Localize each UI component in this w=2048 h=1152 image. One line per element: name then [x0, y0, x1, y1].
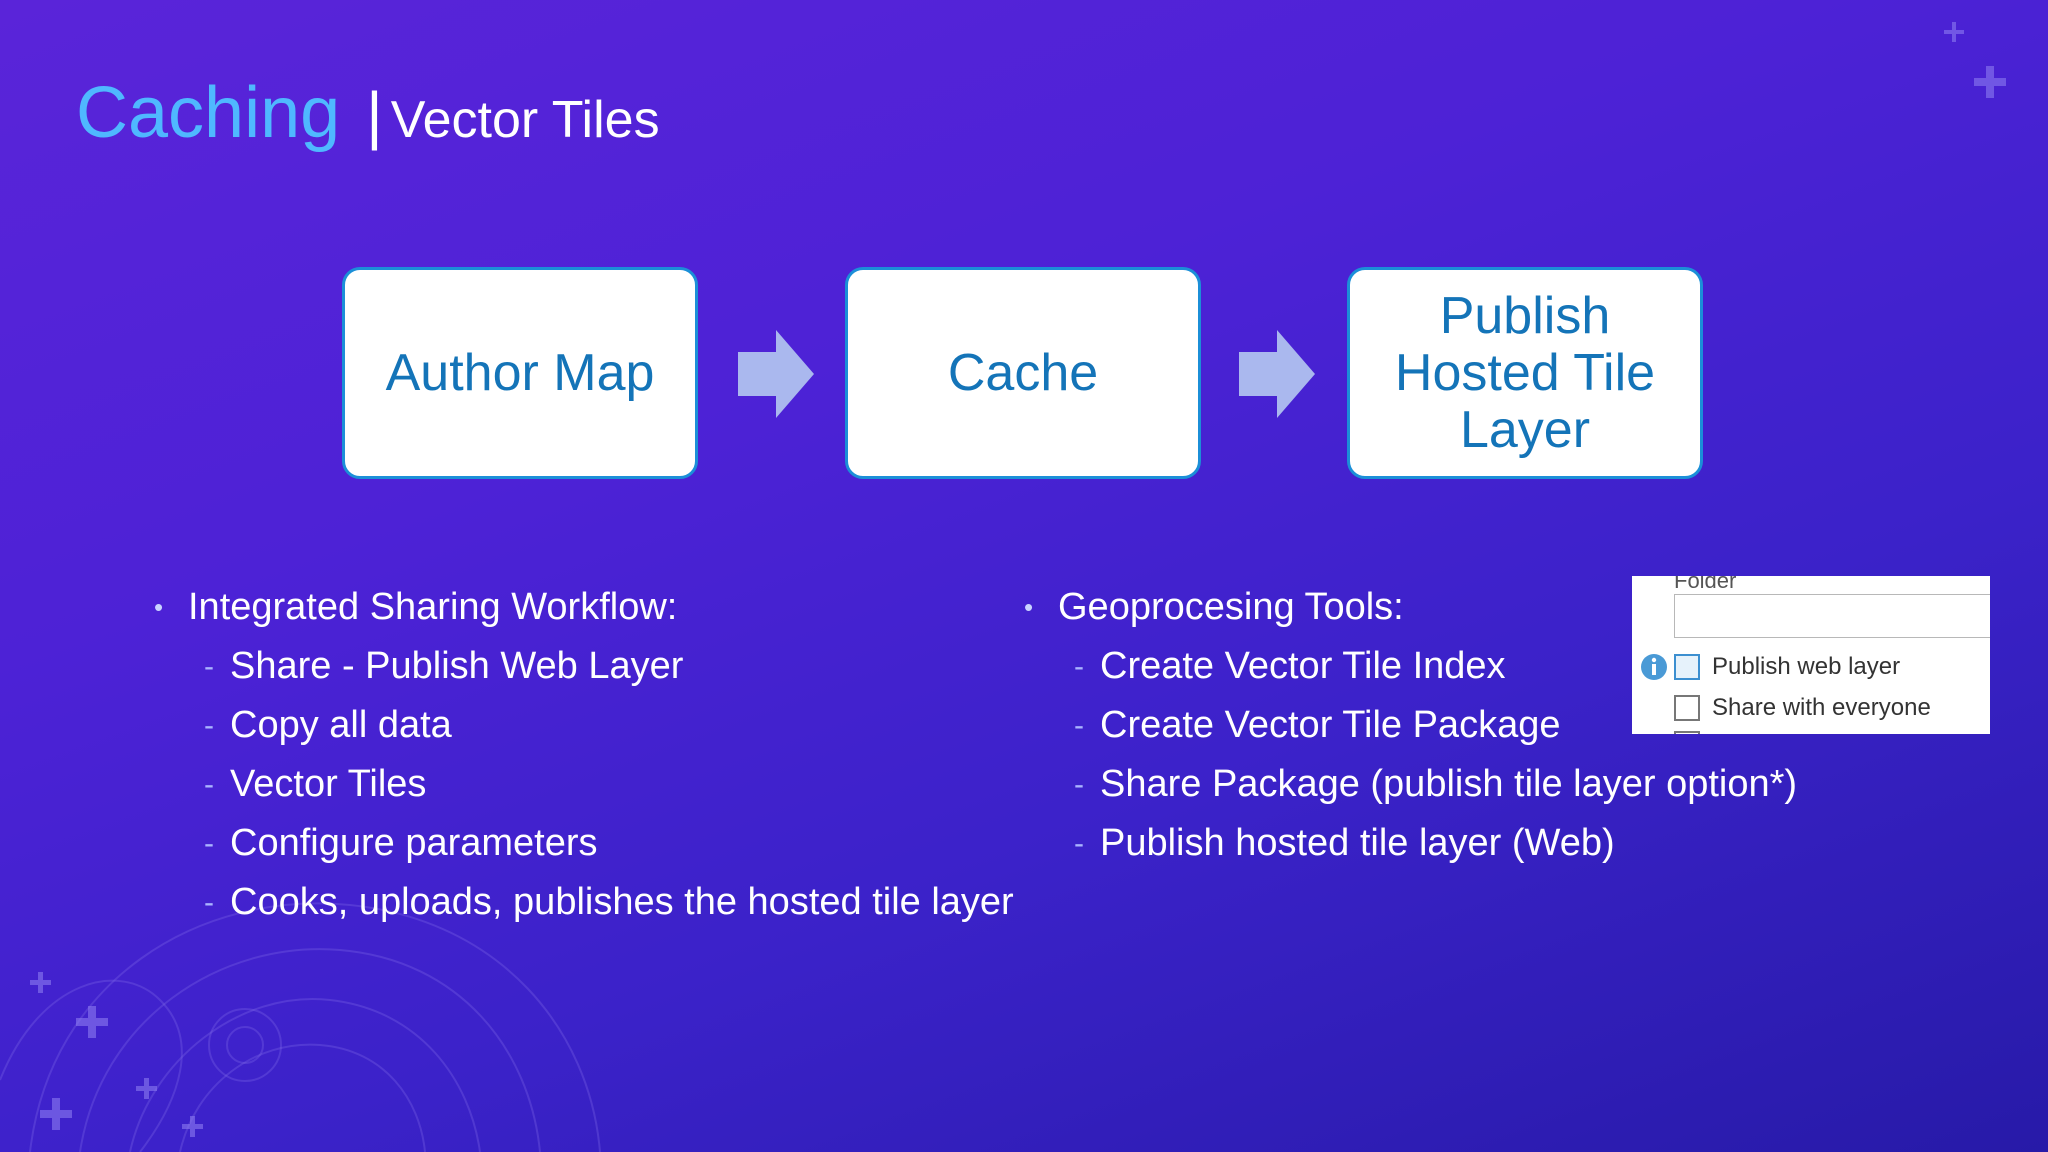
plus-icon: [40, 1098, 72, 1130]
list-heading: Integrated Sharing Workflow:: [152, 578, 1014, 637]
flow-step-label: Publish: [1439, 286, 1611, 345]
topo-lines: [0, 902, 601, 1152]
list-item: Copy all data: [152, 696, 1014, 755]
checkbox-label: Share with everyone: [1712, 694, 1931, 721]
title-subtitle: Vector Tiles: [390, 91, 660, 149]
title-separator: |: [366, 79, 383, 151]
info-icon[interactable]: [1640, 653, 1668, 681]
checkbox-label: Publish web layer: [1712, 653, 1901, 680]
list-item: Configure parameters: [152, 814, 1014, 873]
plus-icon: [1974, 66, 2006, 98]
list-item: Create Vector Tile Package: [1022, 696, 1797, 755]
list-item: Share Package (publish tile layer option…: [1022, 755, 1797, 814]
list-item: Share - Publish Web Layer: [152, 637, 1014, 696]
title-main: Caching: [76, 73, 341, 153]
list-heading: Geoprocesing Tools:: [1022, 578, 1797, 637]
geoprocessing-tools-list: Geoprocesing Tools: Create Vector Tile I…: [1022, 578, 1797, 873]
slide-title: Caching | Vector Tiles: [76, 72, 660, 154]
plus-icon: [30, 972, 51, 993]
flow-step-label: Layer: [1459, 400, 1591, 459]
list-item: Vector Tiles: [152, 755, 1014, 814]
flow-step-cache: Cache: [845, 267, 1201, 479]
publish-web-layer-checkbox[interactable]: [1674, 654, 1700, 680]
share-with-everyone-option[interactable]: Share with everyone: [1674, 691, 1931, 725]
list-item: Create Vector Tile Index: [1022, 637, 1797, 696]
flow-step-author-map: Author Map: [342, 267, 698, 479]
integrated-sharing-list: Integrated Sharing Workflow: Share - Pub…: [152, 578, 1014, 932]
flow-step-label: Cache: [947, 343, 1099, 402]
plus-icon: [136, 1078, 157, 1099]
flow-step-label: Author Map: [385, 343, 655, 402]
share-with-everyone-checkbox[interactable]: [1674, 695, 1700, 721]
right-arrow-icon: [738, 330, 814, 418]
right-arrow-icon: [1239, 330, 1315, 418]
folder-label: Folder: [1674, 576, 1737, 593]
plus-icon: [1944, 22, 1964, 42]
plus-icon: [182, 1116, 203, 1137]
publish-web-layer-option[interactable]: Publish web layer: [1674, 650, 1900, 684]
share-panel-screenshot: Folder Publish web layer Share with ever…: [1632, 576, 1990, 734]
flow-step-label: Hosted Tile: [1394, 343, 1656, 402]
checkbox-partial: [1674, 731, 1700, 734]
list-item: Publish hosted tile layer (Web): [1022, 814, 1797, 873]
list-item: Cooks, uploads, publishes the hosted til…: [152, 873, 1014, 932]
flow-step-publish-hosted-tile-layer: Publish Hosted Tile Layer: [1347, 267, 1703, 479]
plus-icon: [76, 1006, 108, 1038]
folder-input[interactable]: [1674, 594, 1990, 638]
